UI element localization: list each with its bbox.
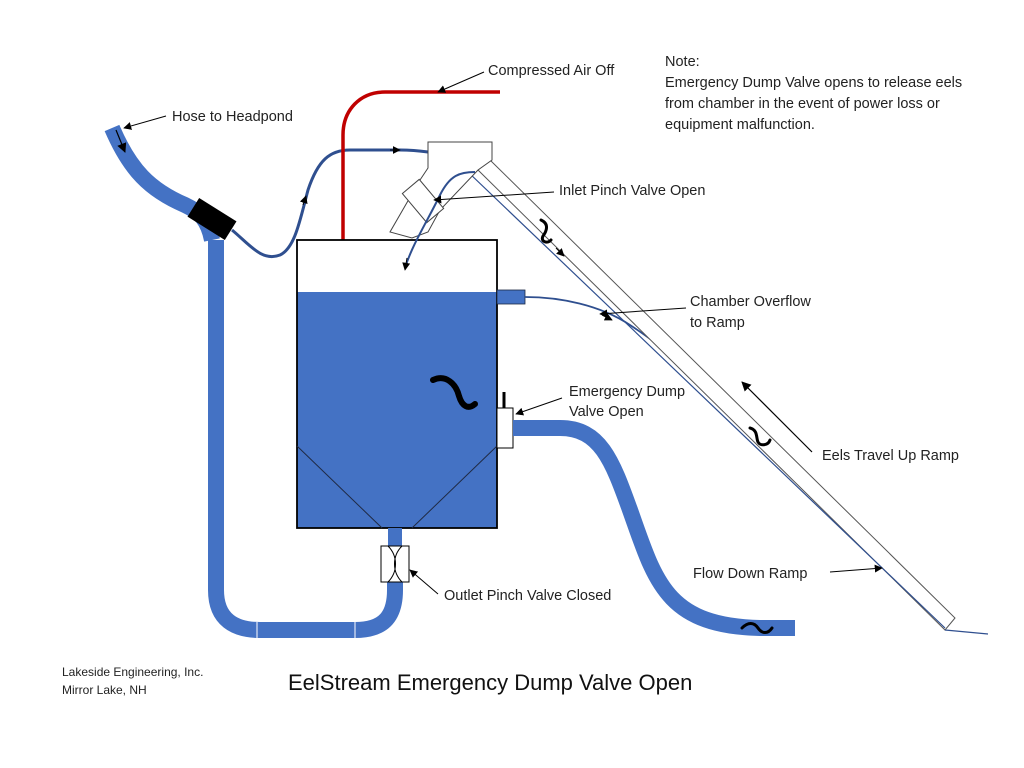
compressed-air-line <box>341 90 500 240</box>
diagram-title: EelStream Emergency Dump Valve Open <box>288 670 692 695</box>
thin-hose-arrow-up <box>299 195 308 206</box>
outlet-stub <box>388 528 402 546</box>
eel-in-dump-hose <box>740 622 774 634</box>
dump-hose <box>513 420 795 636</box>
inlet-funnel <box>389 141 493 239</box>
label-chamber-overflow-line1: Chamber Overflow <box>690 294 811 310</box>
label-dump-valve-line2: Valve Open <box>569 404 644 420</box>
note-line-3: equipment malfunction. <box>665 117 815 133</box>
eel-on-ramp-upper <box>539 218 553 244</box>
inlet-tube <box>404 171 476 269</box>
label-outlet-pinch-valve: Outlet Pinch Valve Closed <box>444 588 611 604</box>
arrow-eels-travel <box>741 381 813 453</box>
label-chamber-overflow-line2: to Ramp <box>690 315 745 331</box>
arrow-flow-down <box>829 564 883 573</box>
hose-coupling <box>187 198 237 240</box>
arrow-compressed-air <box>437 71 485 93</box>
outlet-pinch-valve-jaws <box>387 545 403 583</box>
arrow-chamber-overflow <box>599 307 687 318</box>
return-hose <box>208 240 403 638</box>
overflow-arrow <box>601 313 613 321</box>
headpond-hose-flow-arrow <box>115 129 127 153</box>
arrow-hose-headpond <box>123 115 167 130</box>
arrow-inlet-valve <box>433 191 555 204</box>
label-dump-valve-line1: Emergency Dump <box>569 384 685 400</box>
arrow-outlet-valve <box>409 569 439 595</box>
label-flow-down: Flow Down Ramp <box>693 566 807 582</box>
chamber-water <box>297 292 497 528</box>
ramp-inner-line <box>467 171 946 629</box>
ramp <box>477 159 956 631</box>
inlet-pinch-valve <box>401 178 445 224</box>
headpond-hose <box>104 124 220 242</box>
note-line-2: from chamber in the event of power loss … <box>665 96 940 112</box>
label-compressed-air: Compressed Air Off <box>488 63 615 79</box>
ramp-tailwater-line <box>944 629 989 635</box>
company-name: Lakeside Engineering, Inc. <box>62 665 203 679</box>
note-heading: Note: <box>665 54 700 70</box>
label-eels-travel: Eels Travel Up Ramp <box>822 448 959 464</box>
ramp-flow-arrow <box>555 247 565 257</box>
eel-on-ramp-lower <box>748 426 772 447</box>
chamber-cone-left <box>296 445 383 529</box>
inlet-tube-arrow <box>402 257 411 271</box>
label-inlet-pinch-valve: Inlet Pinch Valve Open <box>559 183 705 199</box>
note-line-1: Emergency Dump Valve opens to release ee… <box>665 75 962 91</box>
label-hose-headpond: Hose to Headpond <box>172 109 293 125</box>
chamber-cone-right <box>411 445 498 529</box>
eel-in-chamber <box>430 375 478 410</box>
arrow-dump-valve <box>515 397 563 416</box>
overflow-stub <box>496 289 526 305</box>
company-location: Mirror Lake, NH <box>62 683 147 697</box>
dump-valve <box>496 407 514 449</box>
